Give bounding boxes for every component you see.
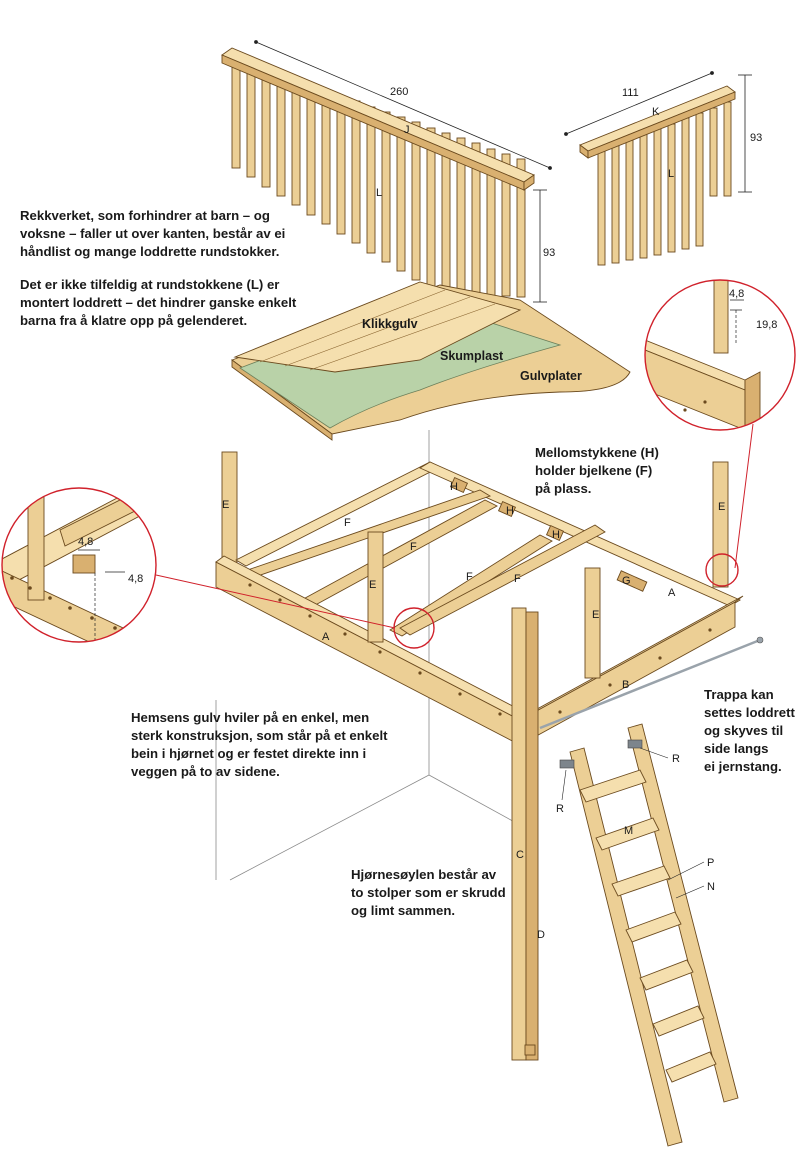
note-ladder: Trappa kan settes loddrett og skyves til… xyxy=(704,687,795,774)
part-label-c: C xyxy=(516,849,524,861)
part-label-f4: F xyxy=(514,573,521,585)
part-label-p: P xyxy=(707,857,714,869)
spacer-h1 xyxy=(449,476,469,494)
dim-rail-short: 111 xyxy=(622,87,639,99)
corner-post-c xyxy=(511,607,527,1061)
foam-layer xyxy=(239,299,562,429)
dim-detail-beam-w: 4,8 xyxy=(78,536,93,548)
part-label-m: M xyxy=(624,825,633,837)
dim-rail-height-short: 93 xyxy=(750,132,762,144)
dim-rail-height-long: 93 xyxy=(543,247,555,259)
rail-long-dimension xyxy=(254,40,552,303)
corner-post-d xyxy=(525,611,539,1061)
note-railing: Rekkverket, som forhindrer at barn – og … xyxy=(20,208,286,259)
floor-layers: Klikkgulv Skumplast Gulvplater xyxy=(231,281,631,441)
dim-detail-gap: 19,8 xyxy=(756,319,777,331)
detail-marker-right xyxy=(705,553,739,587)
dim-detail-beam-h: 4,8 xyxy=(128,573,143,585)
note-floor-structure: Hemsens gulv hviler på en enkel, men ste… xyxy=(131,710,388,779)
part-label-h3: H xyxy=(552,529,560,541)
note-vertical-balusters: Det er ikke tilfeldig at rundstokkene (L… xyxy=(20,277,297,328)
joist-f3 xyxy=(389,534,553,637)
part-label-f3: F xyxy=(466,571,473,583)
click-floor xyxy=(233,281,522,373)
iron-rod xyxy=(539,636,764,730)
ladder-rail-right xyxy=(627,723,739,1103)
spacer-h3 xyxy=(545,524,565,542)
part-label-k: K xyxy=(652,106,660,118)
part-label-e2: E xyxy=(369,579,376,591)
block-g xyxy=(616,570,648,592)
loft-frame: E E E E F F F F H H H G A A B C D xyxy=(215,451,744,1061)
part-label-r2: R xyxy=(556,803,564,815)
part-label-n: N xyxy=(707,881,715,893)
note-corner-post: Hjørnesøylen består av to stolper som er… xyxy=(351,867,506,918)
part-label-l2: L xyxy=(668,168,674,180)
part-label-r1: R xyxy=(672,753,680,765)
spacer-h2 xyxy=(497,500,517,518)
dim-rail-long: 260 xyxy=(390,86,408,98)
part-label-j: J xyxy=(404,124,410,136)
post-e-mid-right xyxy=(584,567,601,679)
part-label-l1: L xyxy=(376,187,382,199)
ladder-steps xyxy=(579,769,717,1083)
note-spacers: Mellomstykkene (H) holder bjelkene (F) p… xyxy=(535,445,659,496)
ladder: R R M P N xyxy=(556,723,739,1147)
post-e-mid-left xyxy=(367,531,384,643)
part-label-g: G xyxy=(622,575,631,587)
layer-label-foam: Skumplast xyxy=(440,349,504,363)
detail-marker-left xyxy=(393,607,435,649)
ladder-rail-left xyxy=(569,747,683,1147)
layer-label-click-floor: Klikkgulv xyxy=(362,317,418,331)
ladder-hooks xyxy=(559,739,643,769)
part-label-e4: E xyxy=(718,501,725,513)
part-label-a2: A xyxy=(668,587,676,599)
part-label-d: D xyxy=(537,929,545,941)
layer-label-boards: Gulvplater xyxy=(520,369,582,383)
part-label-e1: E xyxy=(222,499,229,511)
part-label-b: B xyxy=(622,679,629,691)
dim-detail-post: 4,8 xyxy=(729,288,744,300)
part-label-h2: H xyxy=(506,505,514,517)
long-railing: 260 93 J L xyxy=(221,40,555,310)
part-label-f2: F xyxy=(410,541,417,553)
room-wall-lines xyxy=(215,430,521,881)
post-e-back-right xyxy=(712,461,729,588)
joist-f4 xyxy=(399,524,606,636)
bolt-holes xyxy=(248,583,712,716)
part-label-a1: A xyxy=(322,631,330,643)
part-label-f1: F xyxy=(344,517,351,529)
short-railing: 111 93 K L xyxy=(564,71,762,266)
long-railing-balusters xyxy=(231,59,526,310)
part-label-h1: H xyxy=(450,481,458,493)
detail-circle-right: 4,8 19,8 xyxy=(644,279,796,587)
part-label-e3: E xyxy=(592,609,599,621)
